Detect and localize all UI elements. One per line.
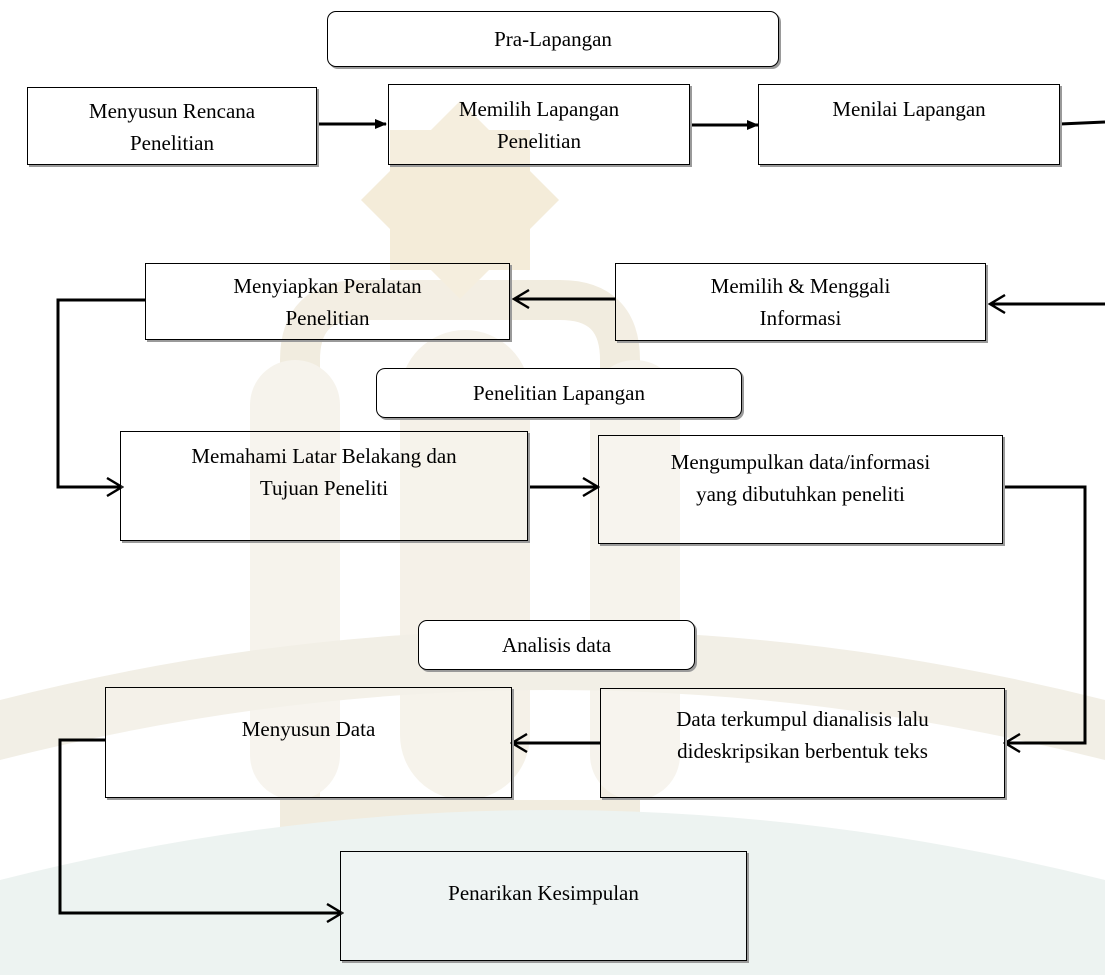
step-analyze-data: Data terkumpul dianalisis lalu dideskrip… (600, 688, 1005, 798)
step-collect-data-line-1: Mengumpulkan data/informasi (670, 450, 931, 474)
step-compile-data: Menyusun Data (105, 687, 512, 798)
step-select-informants: Memilih & Menggali Informasi (615, 263, 986, 341)
step-select-informants-line-2: Informasi (759, 306, 842, 330)
step-understand-background-line-1: Memahami Latar Belakang dan (191, 444, 457, 468)
arrow-prepare-to-understand (56, 298, 145, 487)
step-plan-research-line-2: Penelitian (130, 131, 214, 155)
step-choose-field-line-1: Memilih Lapangan (458, 97, 620, 121)
step-plan-research-line-1: Menyusun Rencana (88, 99, 256, 123)
step-prepare-equipment: Menyiapkan Peralatan Penelitian (145, 263, 510, 340)
step-prepare-equipment-line-1: Menyiapkan Peralatan (233, 274, 422, 298)
step-analyze-data-line-1: Data terkumpul dianalisis lalu (676, 707, 929, 731)
step-choose-field: Memilih Lapangan Penelitian (388, 84, 690, 165)
phase-data-analysis: Analisis data (418, 620, 695, 670)
step-collect-data-line-2: yang dibutuhkan peneliti (696, 482, 905, 506)
step-select-informants-line-1: Memilih & Menggali (710, 274, 891, 298)
step-conclusion-line-1: Penarikan Kesimpulan (448, 881, 639, 905)
line-assess-exit (1059, 120, 1105, 126)
arrow-collect-to-analyze (1003, 485, 1087, 743)
step-choose-field-line-2: Penelitian (497, 129, 581, 153)
phase-field-research: Penelitian Lapangan (376, 368, 742, 418)
arrow-compile-to-conclusion (58, 738, 342, 913)
phase-field-research-label: Penelitian Lapangan (472, 381, 646, 405)
step-conclusion: Penarikan Kesimpulan (340, 851, 747, 961)
step-prepare-equipment-line-2: Penelitian (285, 306, 370, 330)
phase-pre-field-label: Pra-Lapangan (494, 27, 612, 51)
step-collect-data: Mengumpulkan data/informasi yang dibutuh… (598, 435, 1003, 544)
step-assess-field-line-1: Menilai Lapangan (832, 97, 986, 121)
step-understand-background: Memahami Latar Belakang dan Tujuan Penel… (120, 431, 528, 541)
step-analyze-data-line-2: dideskripsikan berbentuk teks (677, 739, 928, 763)
step-compile-data-line-1: Menyusun Data (241, 717, 376, 741)
phase-pre-field: Pra-Lapangan (327, 11, 779, 67)
step-understand-background-line-2: Tujuan Peneliti (259, 476, 389, 500)
step-plan-research: Menyusun Rencana Penelitian (27, 87, 317, 165)
step-assess-field: Menilai Lapangan (758, 84, 1060, 165)
phase-data-analysis-label: Analisis data (501, 633, 612, 657)
